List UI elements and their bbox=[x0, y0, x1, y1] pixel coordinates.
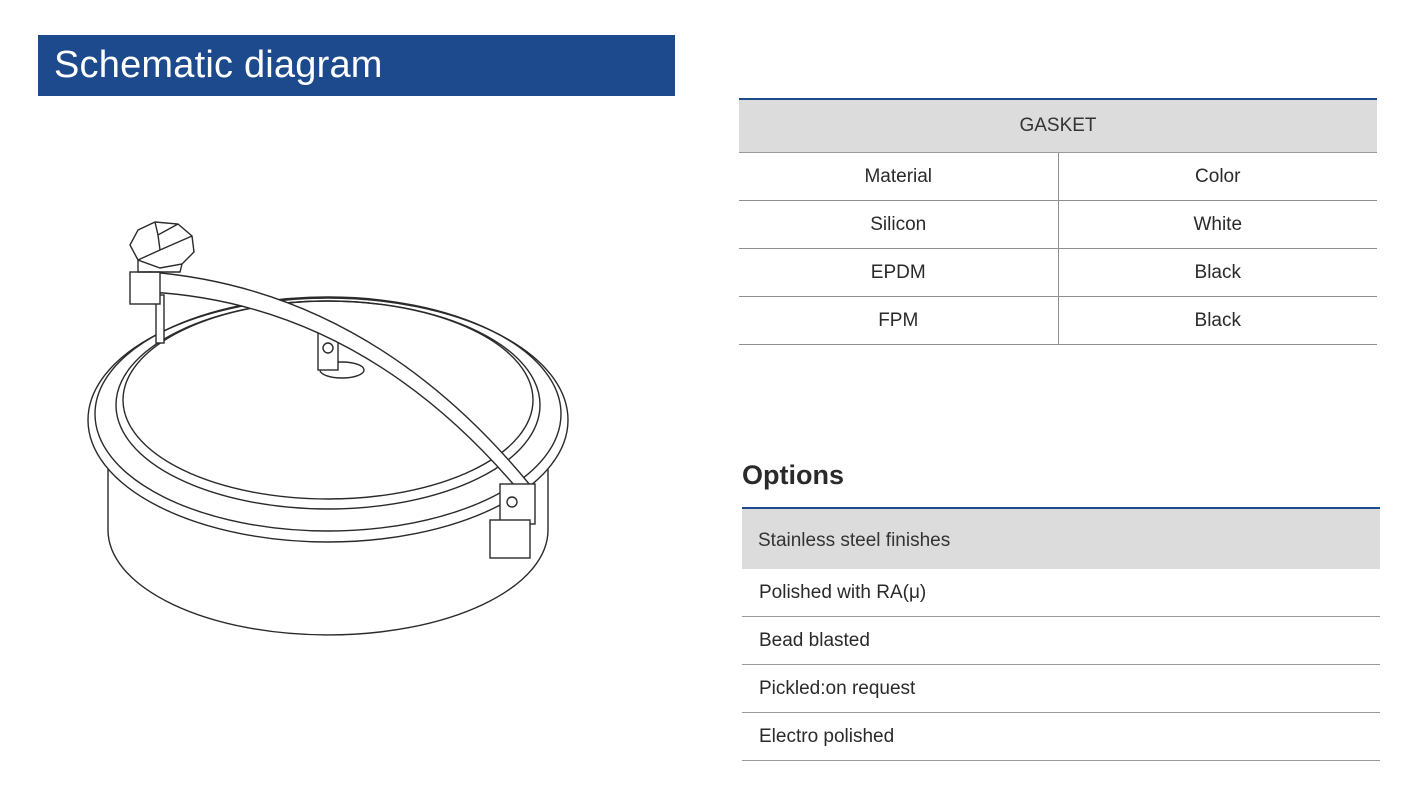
options-table-header: Stainless steel finishes bbox=[742, 507, 1380, 569]
manway-schematic-diagram bbox=[87, 221, 569, 636]
table-row: Silicon White bbox=[739, 201, 1377, 249]
material-cell: EPDM bbox=[739, 249, 1059, 296]
gasket-table-title: GASKET bbox=[739, 98, 1377, 153]
list-item: Bead blasted bbox=[742, 617, 1380, 665]
list-item: Polished with RA(μ) bbox=[742, 569, 1380, 617]
page-title: Schematic diagram bbox=[38, 35, 675, 96]
list-item: Electro polished bbox=[742, 713, 1380, 761]
color-cell: White bbox=[1193, 214, 1243, 235]
options-table: Stainless steel finishes Polished with R… bbox=[742, 507, 1380, 761]
column-header-color: Color bbox=[1195, 166, 1241, 187]
column-header-material: Material bbox=[739, 153, 1059, 200]
material-cell: FPM bbox=[739, 297, 1059, 344]
list-item: Pickled:on request bbox=[742, 665, 1380, 713]
table-row: Material Color bbox=[739, 153, 1377, 201]
color-cell: Black bbox=[1194, 310, 1241, 331]
material-cell: Silicon bbox=[739, 201, 1059, 248]
options-heading: Options bbox=[742, 460, 844, 490]
gasket-table: GASKET Material Color Silicon White EPDM… bbox=[739, 98, 1377, 345]
table-row: EPDM Black bbox=[739, 249, 1377, 297]
color-cell: Black bbox=[1194, 262, 1241, 283]
table-row: FPM Black bbox=[739, 297, 1377, 345]
